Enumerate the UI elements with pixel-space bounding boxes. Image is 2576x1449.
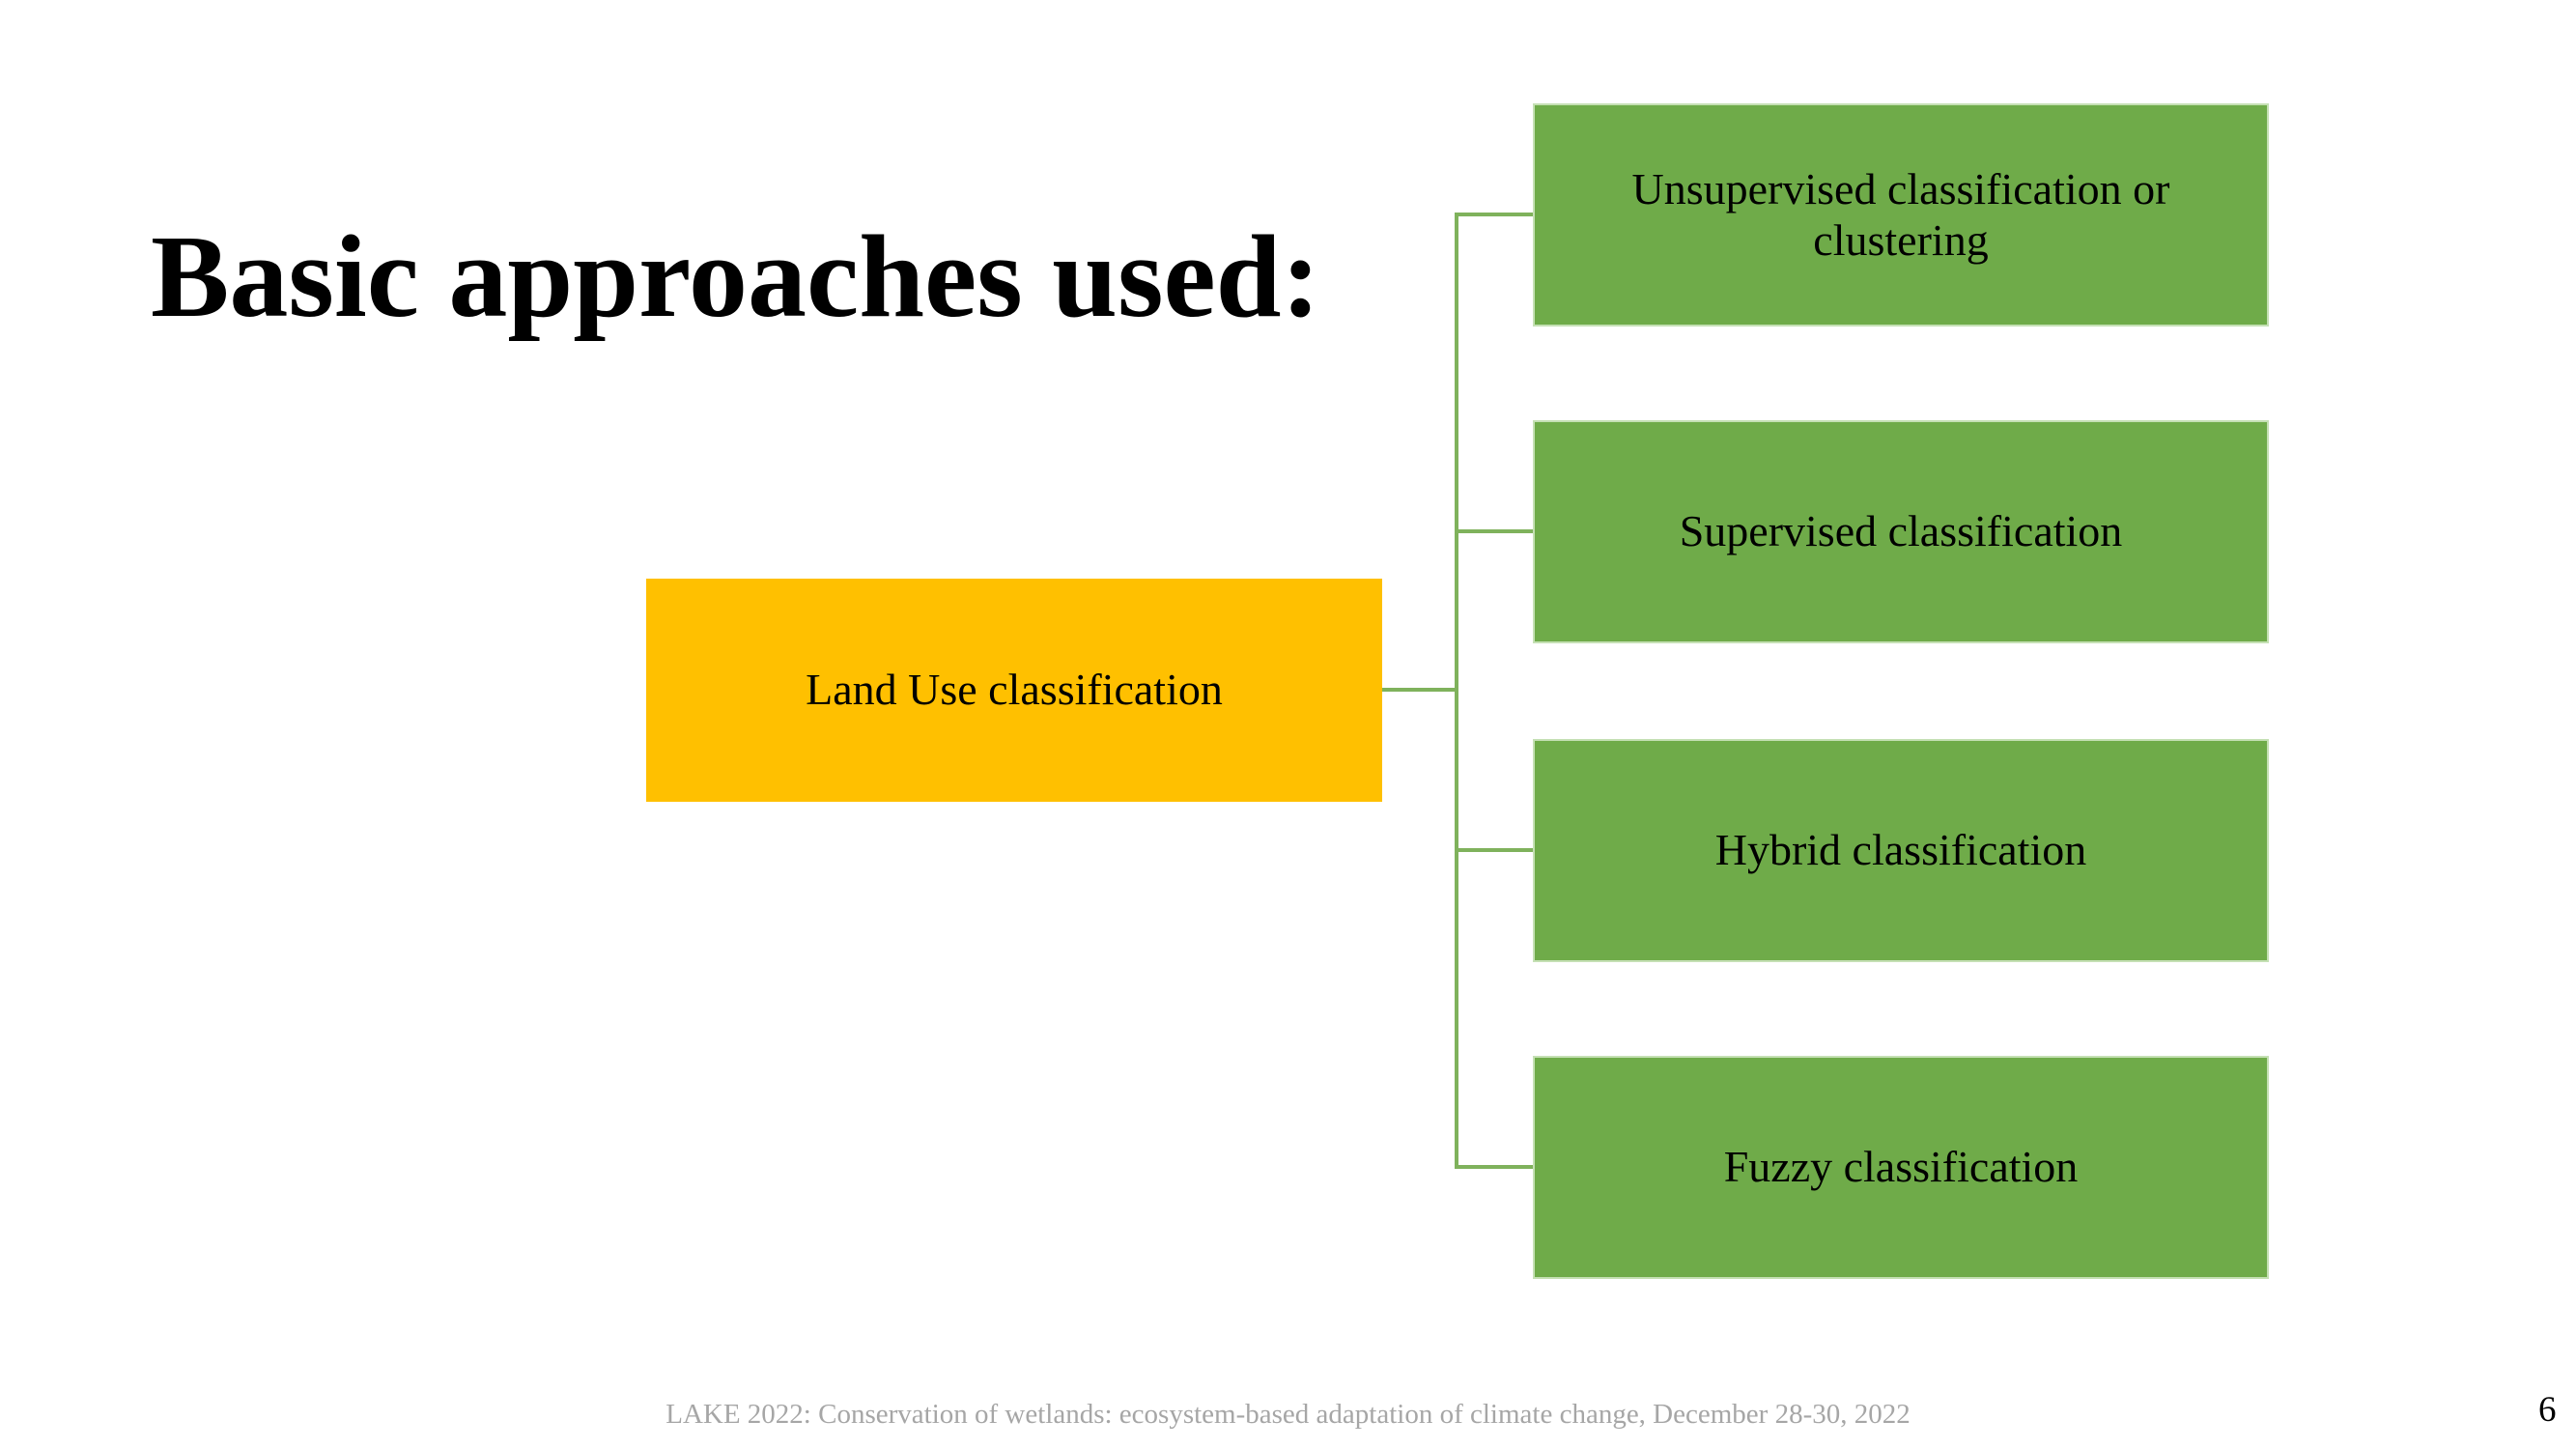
diagram-child-box-supervised: Supervised classification: [1533, 420, 2269, 643]
connector-vertical-line: [1455, 213, 1458, 1169]
diagram-child-label: Supervised classification: [1679, 506, 2123, 556]
diagram-child-label: Unsupervised classification or clusterin…: [1631, 163, 2170, 265]
diagram-child-box-fuzzy: Fuzzy classification: [1533, 1056, 2269, 1279]
diagram-child-label: Fuzzy classification: [1723, 1142, 2079, 1192]
page-title: Basic approaches used:: [151, 212, 1321, 342]
connector-stub-unsupervised: [1455, 213, 1533, 216]
page-number: 6: [2538, 1390, 2557, 1430]
diagram-root-box-land-use: Land Use classification: [646, 579, 1382, 802]
connector-stub-fuzzy: [1455, 1165, 1533, 1169]
diagram-child-box-hybrid: Hybrid classification: [1533, 739, 2269, 962]
connector-stub-supervised: [1455, 529, 1533, 533]
diagram-root-label: Land Use classification: [806, 665, 1223, 715]
diagram-child-box-unsupervised: Unsupervised classification or clusterin…: [1533, 103, 2269, 327]
diagram-child-label: Hybrid classification: [1714, 825, 2087, 875]
connector-stub-hybrid: [1455, 848, 1533, 852]
slide-footer-text: LAKE 2022: Conservation of wetlands: eco…: [665, 1399, 1911, 1430]
connector-root-stub: [1382, 688, 1457, 692]
